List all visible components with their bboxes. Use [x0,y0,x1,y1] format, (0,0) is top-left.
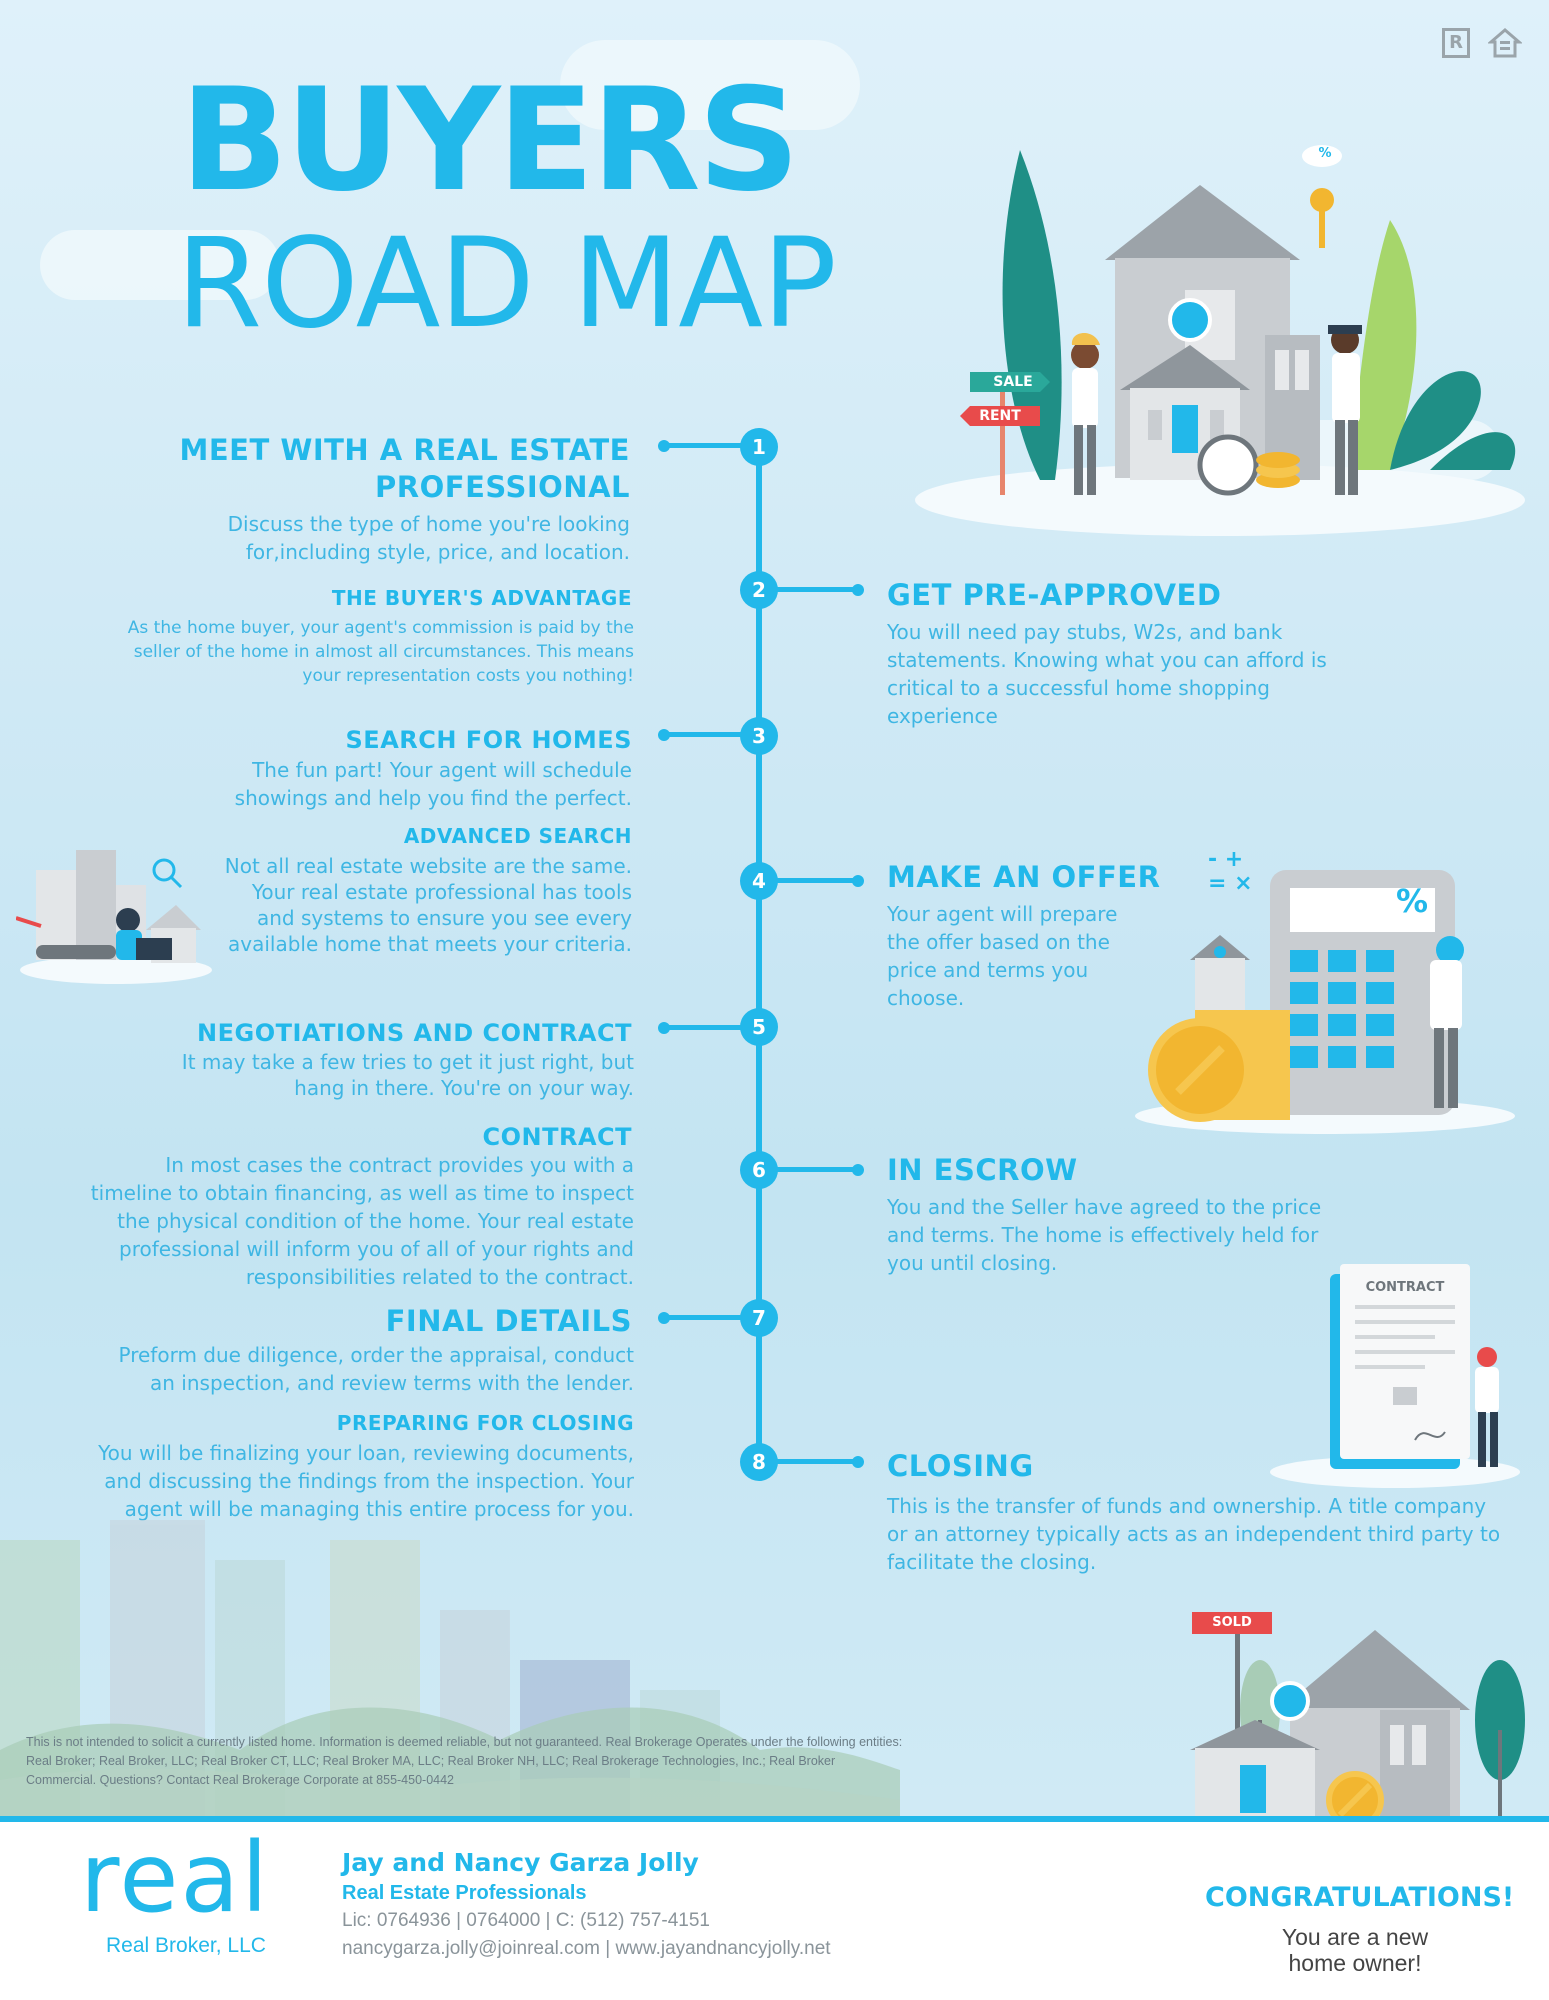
contract-text: In most cases the contract provides you … [90,1153,634,1289]
calculator-illustration [1135,870,1515,1134]
step-1-heading: MEET WITH A REAL ESTATE PROFESSIONAL [179,433,630,504]
calculator-percent: % [1395,882,1429,920]
preparing-closing-text: You will be finalizing your loan, review… [98,1441,634,1521]
sold-house-illustration [1190,1612,1525,1840]
step-8-marker: 8 [740,1443,778,1481]
realtor-icon: R [1442,28,1470,58]
timeline-connector [776,1459,856,1464]
search-illustration [16,850,212,984]
timeline-dot [852,1164,864,1176]
step-6-heading: IN ESCROW [887,1153,1078,1187]
timeline-connector [776,1167,856,1172]
step-4-heading: MAKE AN OFFER [887,860,1161,894]
agent-contact[interactable]: nancygarza.jolly@joinreal.com | www.jaya… [342,1938,831,1959]
footer: real Real Broker, LLC Jay and Nancy Garz… [0,1822,1549,2000]
timeline-dot [852,1456,864,1468]
timeline-dot [852,875,864,887]
step-7-text: Preform due diligence, order the apprais… [118,1343,635,1395]
buyers-advantage-text: As the home buyer, your agent's commissi… [127,618,634,686]
calculator-operators: - + = × [1208,847,1253,896]
step-2-text: You will need pay stubs, W2s, and bank s… [887,620,1327,728]
step-2-heading: GET PRE-APPROVED [887,578,1222,612]
step-7-heading: FINAL DETAILS [385,1304,632,1338]
step-1-text: Discuss the type of home you're looking … [227,512,630,564]
cloud [40,230,280,300]
congrats-heading: CONGRATULATIONS! [1205,1882,1515,1913]
step-3-marker: 3 [740,717,778,755]
agent-license: Lic: 0764936 | 0764000 | C: (512) 757-41… [342,1910,710,1931]
contract-illustration [1270,1264,1520,1488]
rent-sign-label: RENT [979,408,1021,424]
city-skyline [0,1520,900,1820]
agent-name: Jay and Nancy Garza Jolly [342,1848,699,1877]
footer-divider [0,1816,1549,1822]
step-5-marker: 5 [740,1008,778,1046]
timeline-connector [664,732,744,737]
step-5-heading: NEGOTIATIONS AND CONTRACT [197,1019,632,1047]
timeline-line [756,446,762,1466]
step-4-text: Your agent will prepare the offer based … [887,902,1118,1010]
real-logo: real [80,1822,270,1934]
step-8-heading: CLOSING [887,1449,1034,1483]
advanced-search-text: Not all real estate website are the same… [224,854,632,956]
timeline-connector [664,1315,744,1320]
agent-title: Real Estate Professionals [342,1882,587,1904]
contract-heading: CONTRACT [482,1123,632,1151]
step-5-text: It may take a few tries to get it just r… [181,1050,634,1100]
disclaimer-text: This is not intended to solicit a curren… [26,1735,903,1787]
step-1-marker: 1 [740,428,778,466]
title-line-2: ROAD MAP [176,212,837,356]
house-hero-illustration [915,145,1525,536]
buyers-advantage-heading: THE BUYER'S ADVANTAGE [331,586,632,610]
title-line-1: BUYERS [180,58,800,223]
timeline-connector [664,443,744,448]
step-3-text: The fun part! Your agent will schedule s… [234,758,632,810]
percent-tag-label: % [1318,146,1332,161]
step-6-text: You and the Seller have agreed to the pr… [887,1195,1322,1275]
congrats-subtext: You are a new home owner! [1281,1924,1429,1976]
equal-housing-icon [1488,28,1522,58]
timeline-connector [664,1025,744,1030]
step-8-text: This is the transfer of funds and owners… [887,1494,1501,1574]
timeline-dot [852,584,864,596]
preparing-closing-heading: PREPARING FOR CLOSING [336,1411,634,1435]
step-3-heading: SEARCH FOR HOMES [345,726,632,754]
sale-sign-label: SALE [993,374,1033,390]
sold-sign-label: SOLD [1212,1615,1252,1630]
step-6-marker: 6 [740,1151,778,1189]
step-2-marker: 2 [740,571,778,609]
advanced-search-heading: ADVANCED SEARCH [403,824,632,848]
company-name: Real Broker, LLC [106,1934,266,1957]
cloud [560,40,860,130]
timeline-connector [776,587,856,592]
timeline-connector [776,878,856,883]
contract-illustration-label: CONTRACT [1365,1280,1445,1295]
step-4-marker: 4 [740,862,778,900]
step-7-marker: 7 [740,1299,778,1337]
